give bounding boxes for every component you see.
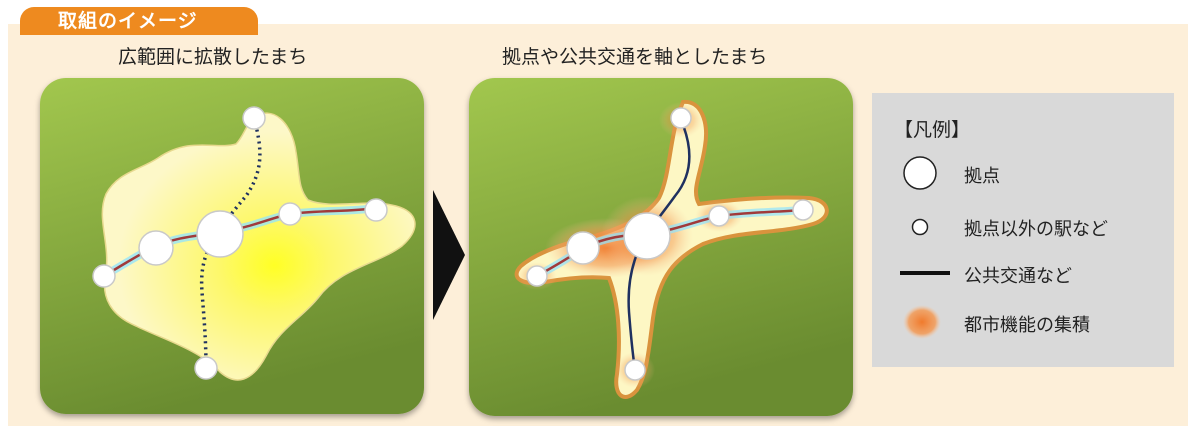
black-line-icon bbox=[900, 271, 950, 275]
legend-label-concentration: 都市機能の集積 bbox=[964, 315, 1090, 336]
hub-node bbox=[138, 230, 174, 266]
station-node bbox=[92, 264, 116, 288]
legend-label-hub: 拠点 bbox=[964, 166, 1000, 187]
compact-city-illustration bbox=[469, 78, 853, 416]
header-tab: 取組のイメージ bbox=[20, 7, 258, 35]
station-node bbox=[364, 198, 388, 222]
legend-label-station: 拠点以外の駅など bbox=[964, 219, 1108, 240]
station-node bbox=[526, 265, 548, 287]
hub-node bbox=[566, 231, 600, 265]
station-node bbox=[278, 202, 302, 226]
hub-node bbox=[623, 212, 671, 260]
legend: 【凡例】 拠点 拠点以外の駅など 公共交通など 都市機能の集積 bbox=[872, 93, 1174, 367]
caption-dispersed-city: 広範囲に拡散したまち bbox=[118, 46, 308, 68]
station-node bbox=[624, 359, 646, 381]
station-node bbox=[708, 205, 730, 227]
caption-compact-city: 拠点や公共交通を軸としたまち bbox=[502, 46, 768, 68]
small-white-circle-icon bbox=[911, 218, 929, 236]
map-compact-city bbox=[469, 78, 853, 416]
station-node bbox=[792, 199, 814, 221]
orange-blob-icon bbox=[903, 305, 941, 339]
station-node bbox=[194, 356, 218, 380]
city-area-dispersed bbox=[101, 112, 416, 381]
legend-label-transit: 公共交通など bbox=[964, 266, 1072, 287]
transition-arrow-icon bbox=[433, 190, 465, 320]
station-node bbox=[670, 107, 692, 129]
large-white-circle-icon bbox=[903, 156, 937, 190]
legend-title: 【凡例】 bbox=[894, 119, 971, 141]
map-dispersed-city bbox=[40, 78, 424, 414]
hub-node bbox=[196, 210, 244, 258]
station-node bbox=[242, 106, 266, 130]
dispersed-city-illustration bbox=[40, 78, 424, 414]
